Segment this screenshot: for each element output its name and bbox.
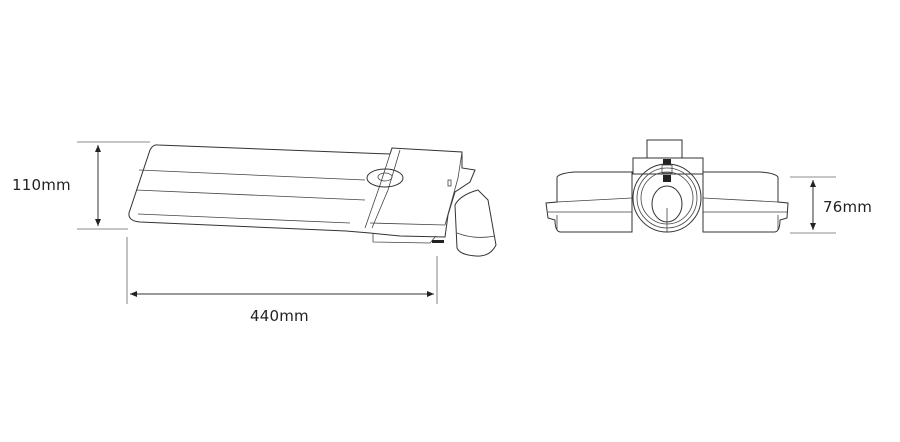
- dimension-height-front: [790, 176, 836, 234]
- length-side-label: 440mm: [250, 307, 309, 325]
- dimension-length-side: [126, 237, 438, 304]
- height-side-label: 110mm: [12, 176, 71, 194]
- height-front-label: 76mm: [823, 198, 873, 216]
- dimension-height-side: [77, 141, 150, 230]
- front-view: [545, 139, 789, 233]
- side-view: [128, 144, 497, 257]
